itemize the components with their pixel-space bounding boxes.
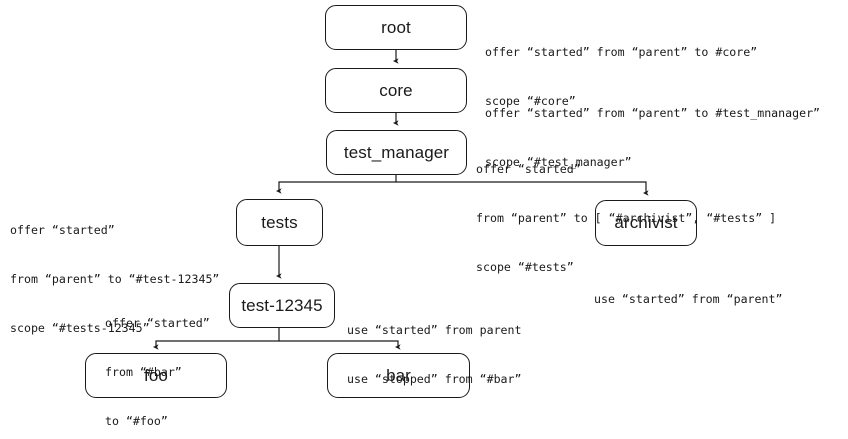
annotation-test-12345-offer-line-3: to “#foo” — [105, 413, 168, 428]
node-core[interactable]: core — [325, 68, 467, 113]
annotation-test-12345-use-line-1: use “started” from parent — [347, 323, 522, 338]
annotation-archivist-use: use “started” from “parent” — [594, 259, 782, 340]
node-core-label: core — [379, 80, 413, 100]
node-bar[interactable]: bar — [327, 353, 470, 398]
node-tests-label: tests — [261, 212, 298, 232]
node-foo[interactable]: foo — [85, 353, 227, 398]
node-root[interactable]: root — [325, 5, 467, 50]
annotation-core-offer: offer “started” from “parent” to #test_m… — [485, 73, 820, 203]
annotation-tests-offer-line-2: from “parent” to “#test-12345” — [10, 272, 220, 287]
annotation-test-12345-use: use “started” from parent use “stopped” … — [347, 290, 522, 420]
annotation-core-offer-line-1: offer “started” from “parent” to #test_m… — [485, 106, 821, 121]
annotation-core-offer-line-2: scope “#test_manager” — [485, 155, 632, 170]
annotation-test-manager-offer: offer “started” from “parent” to [ “#arc… — [476, 129, 776, 307]
annotation-foo-use: use “started” from “parent” — [58, 406, 246, 439]
node-test-manager[interactable]: test_manager — [326, 130, 467, 175]
annotation-test-12345-offer-line-1: offer “started” — [105, 316, 210, 331]
node-foo-label: foo — [144, 365, 168, 385]
node-archivist[interactable]: archivist — [595, 200, 697, 246]
node-root-label: root — [381, 17, 411, 37]
annotation-test-12345-offer: offer “started” from “#bar” to “#foo” — [105, 283, 210, 439]
annotation-root-offer-line-2: scope “#core” — [485, 94, 576, 109]
annotation-tests-offer-line-1: offer “started” — [10, 223, 115, 238]
annotation-tests-offer-line-3: scope “#tests-12345” — [10, 320, 150, 335]
annotation-test-manager-offer-line-2: from “parent” to [ “#archivist”, “#tests… — [476, 211, 777, 226]
annotation-test-12345-offer-line-2: from “#bar” — [105, 365, 182, 380]
node-test-manager-label: test_manager — [343, 142, 450, 162]
edge-test-manager-bus — [276, 175, 397, 194]
node-tests[interactable]: tests — [236, 199, 323, 246]
annotation-tests-offer: offer “started” from “parent” to “#test-… — [10, 190, 219, 368]
node-bar-label: bar — [386, 365, 411, 385]
node-archivist-label: archivist — [614, 213, 678, 232]
annotation-test-manager-offer-line-3: scope “#tests” — [476, 259, 574, 274]
annotation-test-12345-use-line-2: use “stopped” from “#bar” — [347, 372, 522, 387]
node-test-12345[interactable]: test-12345 — [229, 283, 335, 328]
node-test-12345-label: test-12345 — [241, 295, 323, 315]
annotation-test-manager-offer-line-1: offer “started” — [476, 162, 581, 177]
annotation-root-offer-line-1: offer “started” from “parent” to #core” — [485, 45, 758, 60]
annotation-root-offer: offer “started” from “parent” to #core” … — [485, 12, 757, 142]
annotation-archivist-use-line-1: use “started” from “parent” — [594, 292, 783, 307]
